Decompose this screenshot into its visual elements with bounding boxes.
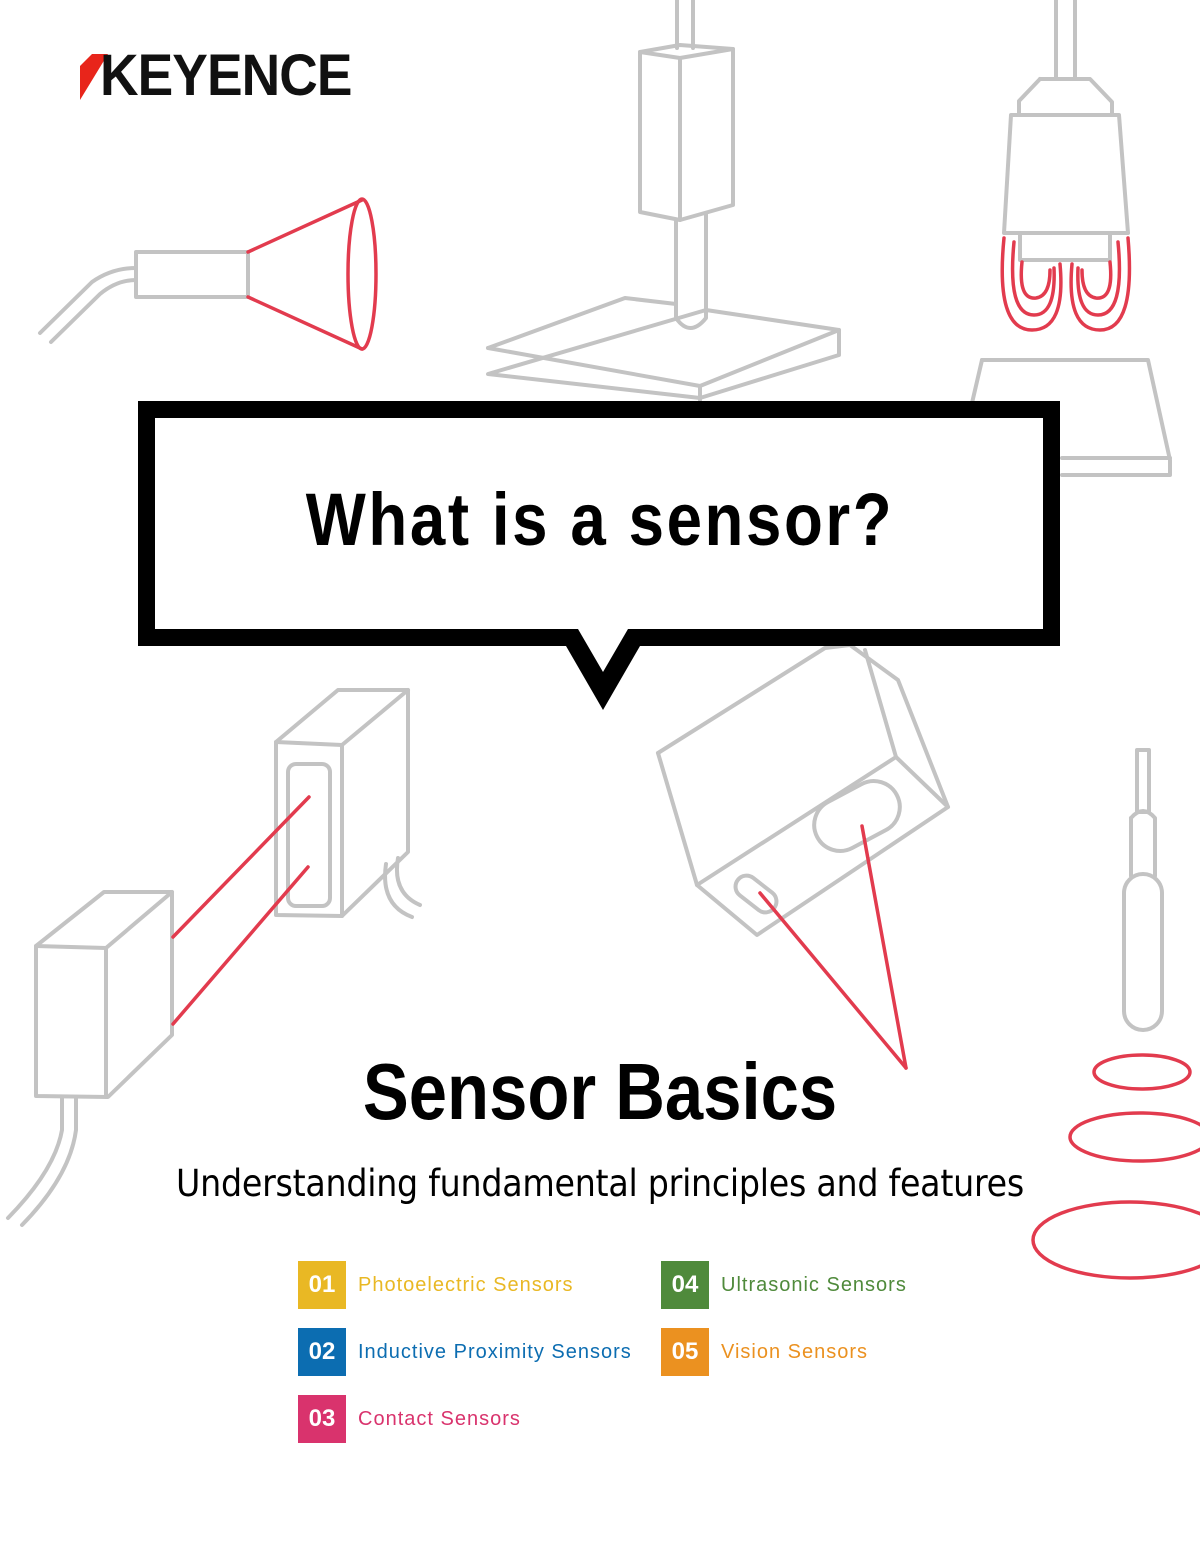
toc-number-badge: 03 [298, 1395, 346, 1443]
toc-number-badge: 01 [298, 1261, 346, 1309]
question-heading: What is a sensor? [305, 478, 895, 561]
toc-item-vision[interactable]: 05 Vision Sensors [661, 1328, 868, 1376]
toc-label: Vision Sensors [721, 1340, 869, 1363]
speech-bubble [138, 401, 1060, 710]
contact-probe-icon [486, 0, 841, 402]
toc-item-photoelectric[interactable]: 01 Photoelectric Sensors [298, 1261, 574, 1309]
through-beam-icon [171, 795, 311, 1026]
cylinder-sensor-icon [38, 250, 250, 344]
receiver-box-icon [274, 688, 422, 919]
toc-item-contact[interactable]: 03 Contact Sensors [298, 1395, 521, 1443]
toc-label: Ultrasonic Sensors [721, 1273, 907, 1296]
toc-number-badge: 02 [298, 1328, 346, 1376]
page-title: Sensor Basics [362, 1047, 838, 1136]
ultrasonic-wave-icon [1031, 1053, 1200, 1280]
toc-number-badge: 04 [661, 1261, 709, 1309]
toc-item-ultrasonic[interactable]: 04 Ultrasonic Sensors [661, 1261, 907, 1309]
magnetic-field-icon [1000, 236, 1132, 332]
toc-label: Inductive Proximity Sensors [358, 1340, 632, 1363]
toc-item-inductive-proximity[interactable]: 02 Inductive Proximity Sensors [298, 1328, 632, 1376]
toc-label: Photoelectric Sensors [358, 1273, 574, 1296]
ultrasonic-sensor-icon [1122, 748, 1164, 1032]
page-subtitle: Understanding fundamental principles and… [176, 1162, 1024, 1205]
toc-label: Contact Sensors [358, 1407, 521, 1430]
inductive-sensor-icon [970, 0, 1172, 477]
brand-logo: KEYENCE [100, 43, 352, 108]
keyence-logo-mark-icon [80, 54, 108, 100]
toc-number-badge: 05 [661, 1328, 709, 1376]
emitter-box-icon [6, 890, 174, 1227]
reflective-sensor-icon [656, 643, 950, 937]
reflected-beam-icon [758, 824, 908, 1070]
beam-cone-icon [246, 197, 378, 351]
